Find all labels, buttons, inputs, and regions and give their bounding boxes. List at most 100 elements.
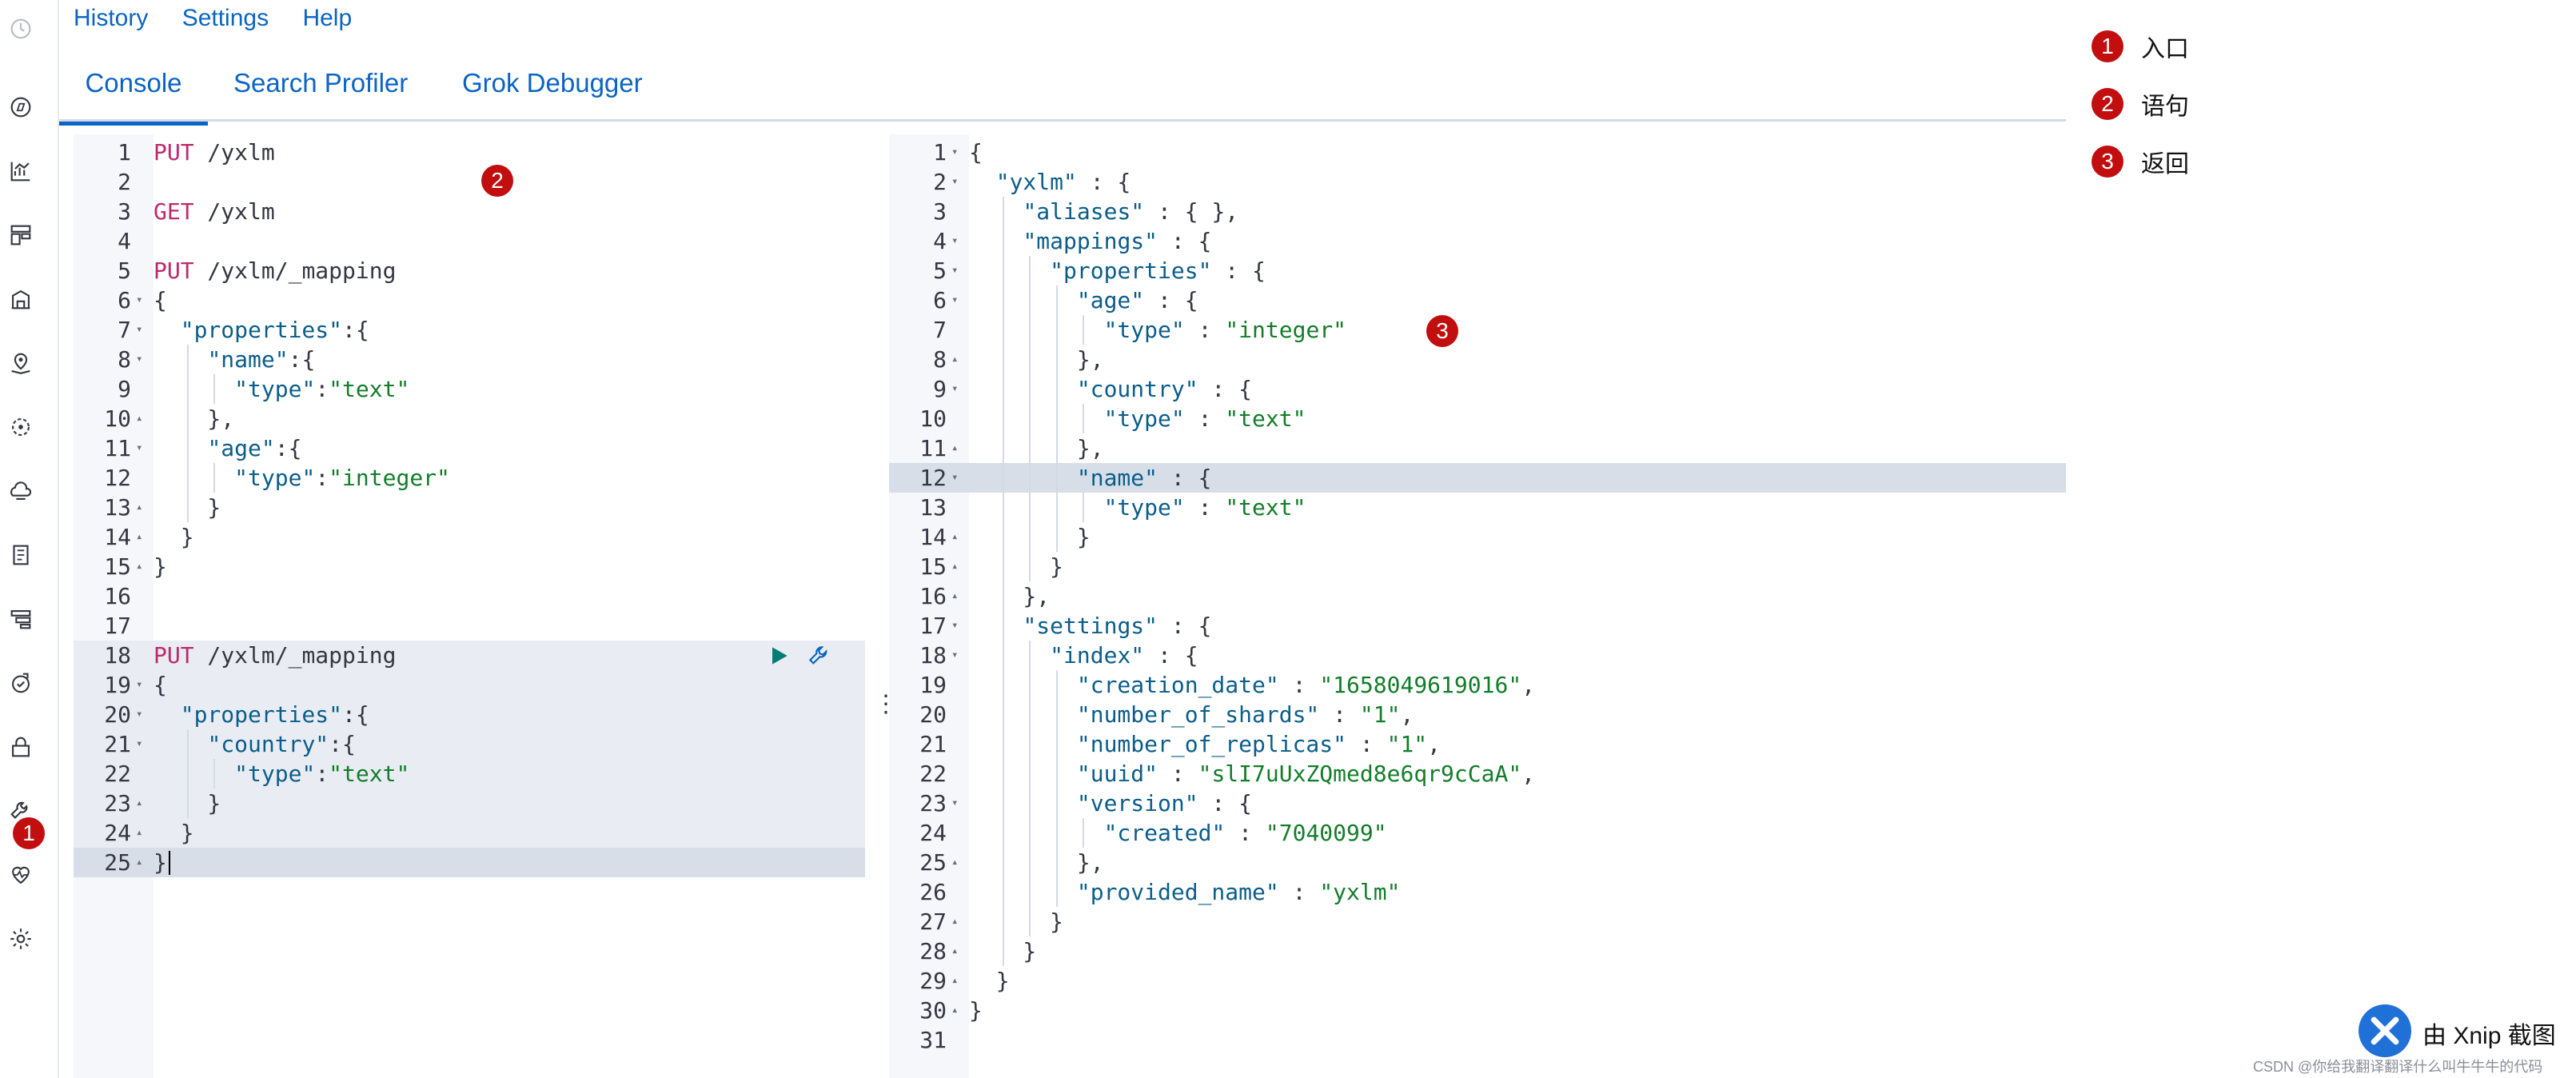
fold-open-icon[interactable]: ▾ [136,353,143,365]
uptime-icon[interactable] [0,662,42,704]
indent-guide [1029,789,1031,818]
code-token: "creation_date" [1076,672,1279,698]
fold-close-icon[interactable]: ▴ [136,797,143,809]
code-line: "type":"text" [154,374,865,404]
fold-close-icon[interactable]: ▴ [136,501,143,513]
dashboard-icon[interactable] [0,214,42,256]
code-token: GET [154,198,194,225]
fold-close-icon[interactable]: ▴ [951,856,959,868]
fold-open-icon[interactable]: ▾ [951,382,959,395]
request-actions-button[interactable] [806,643,831,669]
maps-icon[interactable] [0,342,42,384]
code-line: PUT /yxlm [154,138,865,167]
fold-close-icon[interactable]: ▴ [951,353,959,365]
code-line: "uuid" : "slI7uUxZQmed8e6qr9cCaA", [969,759,2066,789]
indent-guide [186,759,189,789]
menu-history[interactable]: History [74,5,149,31]
management-icon[interactable] [0,918,42,960]
code-token: : [1158,761,1198,787]
code-line: "properties":{ [154,700,865,729]
fold-close-icon[interactable]: ▴ [951,530,959,543]
apm-icon[interactable] [0,598,42,640]
fold-open-icon[interactable]: ▾ [951,234,959,247]
fold-open-icon[interactable]: ▾ [951,471,959,484]
indent-guide [186,729,189,759]
fold-open-icon[interactable]: ▾ [951,264,959,277]
indent-guide [186,374,189,404]
indent-guide [1055,818,1058,848]
xnip-logo-icon [2359,1004,2411,1057]
line-number: 11 [104,435,131,461]
code-token: "slI7uUxZQmed8e6qr9cCaA" [1198,761,1522,787]
fold-close-icon[interactable]: ▴ [136,560,143,573]
fold-close-icon[interactable]: ▴ [951,560,959,573]
fold-open-icon[interactable]: ▾ [951,175,959,188]
monitoring-icon[interactable] [0,854,42,896]
legend-label: 语句 [2141,94,2189,120]
fold-close-icon[interactable]: ▴ [951,441,959,454]
fold-open-icon[interactable]: ▾ [136,323,143,336]
code-token: "name" [1076,465,1158,491]
fold-open-icon[interactable]: ▾ [951,649,959,661]
menu-help[interactable]: Help [302,5,353,31]
fold-close-icon[interactable]: ▴ [951,589,959,602]
clock-icon[interactable] [0,8,42,50]
fold-close-icon[interactable]: ▴ [136,826,143,839]
infrastructure-icon[interactable] [0,470,42,512]
tab-grok-debugger[interactable]: Grok Debugger [462,68,643,98]
fold-open-icon[interactable]: ▾ [136,708,143,721]
fold-open-icon[interactable]: ▾ [951,619,959,632]
fold-close-icon[interactable]: ▴ [136,856,143,868]
fold-close-icon[interactable]: ▴ [951,1004,959,1016]
legend-badge: 2 [2092,88,2123,120]
fold-close-icon[interactable]: ▴ [951,915,959,928]
canvas-icon[interactable] [0,278,42,320]
code-token: "integer" [329,465,450,491]
sidebar-nav [0,0,59,1078]
code-token: : { [1144,642,1198,669]
visualize-icon[interactable] [0,150,42,192]
fold-open-icon[interactable]: ▾ [951,293,959,306]
fold-close-icon[interactable]: ▴ [951,944,959,957]
line-number: 10 [919,405,947,432]
legend-badge: 1 [2092,30,2123,62]
code-line: "type":"text" [154,759,865,789]
xnip-watermark-text: 由 Xnip 截图 [2422,1023,2556,1049]
code-token: "provided_name" [1076,879,1279,905]
code-token: }, [969,583,1051,609]
compass-icon[interactable] [0,86,42,128]
fold-open-icon[interactable]: ▾ [136,441,143,454]
fold-open-icon[interactable]: ▾ [136,293,143,306]
fold-open-icon[interactable]: ▾ [136,737,143,750]
line-number: 12 [919,465,947,491]
dev-tools-icon[interactable] [0,790,42,832]
fold-close-icon[interactable]: ▴ [136,530,143,543]
code-token [154,731,207,757]
line-number: 5 [933,258,947,284]
ml-icon[interactable] [0,406,42,448]
indent-guide [1029,759,1031,789]
tab-search-profiler[interactable]: Search Profiler [233,68,409,98]
fold-open-icon[interactable]: ▾ [951,797,959,809]
indent-guide [213,374,216,404]
annotation-badge-3: 3 [1426,315,1458,347]
line-number: 9 [933,376,947,402]
siem-icon[interactable] [0,726,42,768]
fold-open-icon[interactable]: ▾ [136,678,143,691]
annotation-badge-2: 2 [481,165,513,197]
indent-guide [1002,700,1004,729]
menu-settings[interactable]: Settings [181,5,269,31]
code-token [969,731,1077,757]
fold-close-icon[interactable]: ▴ [136,412,143,425]
fold-open-icon[interactable]: ▾ [951,146,959,158]
editor-resizer[interactable]: ⋮ [865,134,898,1078]
tab-console[interactable]: Console [59,62,208,126]
fold-close-icon[interactable]: ▴ [951,974,959,987]
send-request-button[interactable] [766,643,792,669]
logs-icon[interactable] [0,534,42,576]
indent-guide [186,463,189,493]
code-line: "created" : "7040099" [969,818,2066,848]
